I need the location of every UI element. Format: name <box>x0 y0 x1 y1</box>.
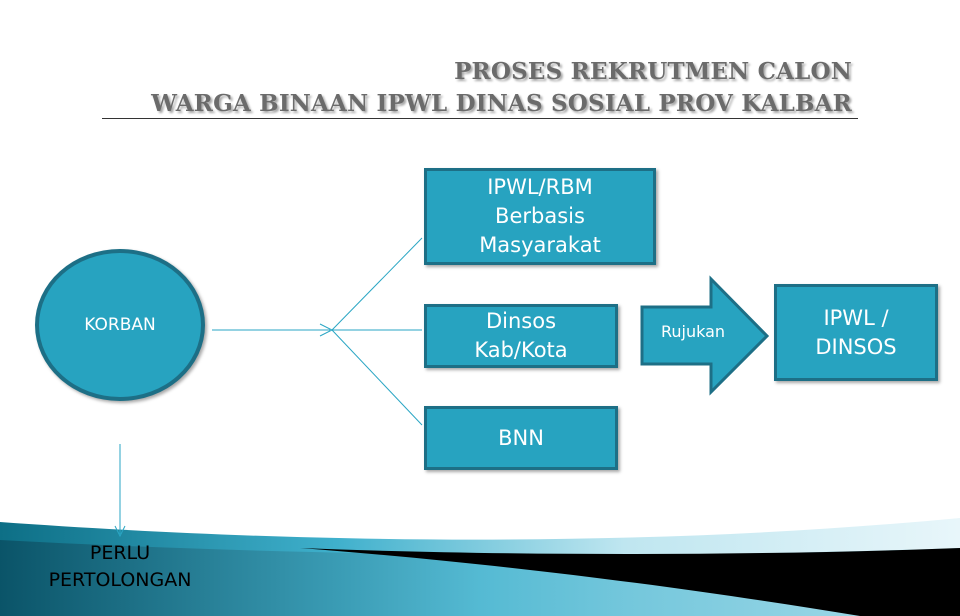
node-ipwl-rbm-label: IPWL/RBM Berbasis Masyarakat <box>479 175 601 257</box>
rujukan-block-arrow <box>640 275 770 396</box>
node-korban-label: KORBAN <box>84 315 156 335</box>
connector-branch-bnn <box>331 329 423 426</box>
connector-branch-ipwl-rbm <box>331 237 423 331</box>
node-dinsos-kab-kota: Dinsos Kab/Kota <box>424 304 618 368</box>
page-title-line-1: PROSES REKRUTMEN CALON <box>454 58 852 85</box>
node-bnn-label: BNN <box>498 425 544 450</box>
node-korban: KORBAN <box>35 249 205 401</box>
page-title-line-2: WARGA BINAAN IPWL DINAS SOSIAL PROV KALB… <box>151 90 852 117</box>
node-perlu-pertolongan: PERLU PERTOLONGAN <box>48 542 192 591</box>
rujukan-label: Rujukan <box>660 322 726 341</box>
title-underline <box>102 118 858 119</box>
connector-perlu-arrowhead <box>114 525 126 538</box>
node-ipwl-dinsos: IPWL / DINSOS <box>774 284 938 381</box>
background-wave-black <box>300 548 960 616</box>
node-dinsos-kab-kota-label: Dinsos Kab/Kota <box>474 309 568 362</box>
node-bnn: BNN <box>424 406 618 470</box>
node-ipwl-rbm: IPWL/RBM Berbasis Masyarakat <box>424 168 656 265</box>
node-ipwl-dinsos-label: IPWL / DINSOS <box>815 305 897 359</box>
